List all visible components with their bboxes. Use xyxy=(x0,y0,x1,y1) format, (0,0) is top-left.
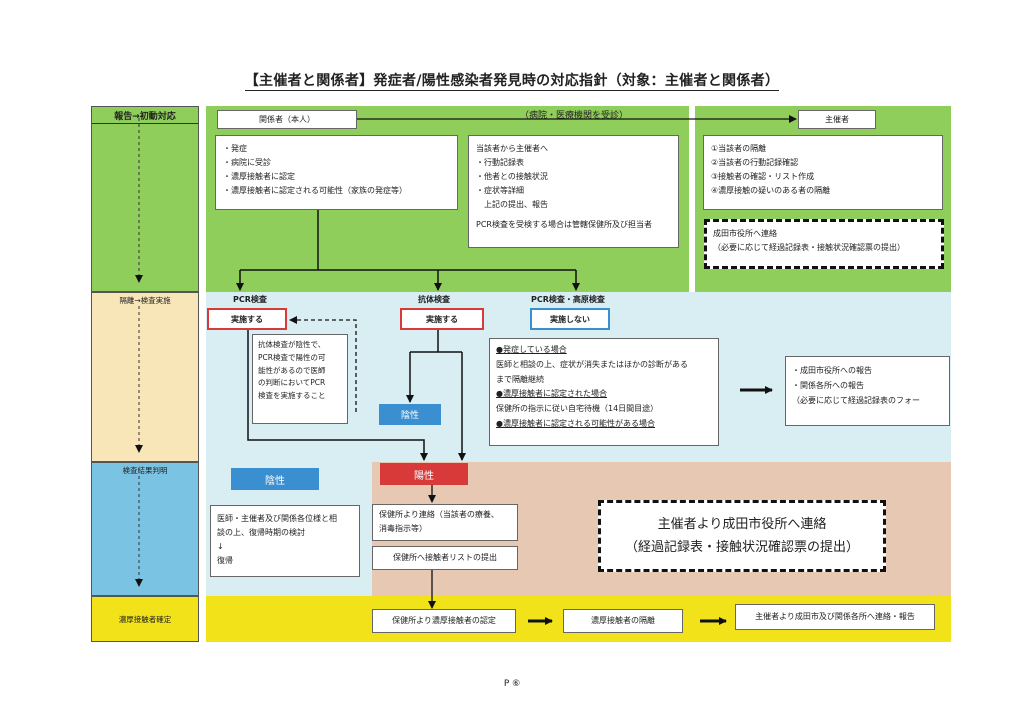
symptom-item: ・発症 xyxy=(223,144,247,153)
positive-badge: 陽性 xyxy=(380,463,468,485)
isolate-box: 濃厚接触者の隔離 xyxy=(563,609,683,633)
report-line: ・関係各所への報告 xyxy=(792,381,864,391)
stage-close-contact: 濃厚接触者確定 xyxy=(91,596,199,642)
report-item: ・他者との接触状況 xyxy=(476,172,548,181)
report-line: ・成田市役所への報告 xyxy=(792,366,872,375)
stage-isolation: 隔離→検査実施 xyxy=(91,292,199,462)
report-note: PCR検査を受検する場合は管轄保健所及び担当者 xyxy=(476,220,652,229)
negative-mid-badge: 陰性 xyxy=(379,404,441,425)
report-item: 上記の提出、報告 xyxy=(476,200,548,209)
symptom-item: ・濃厚接触者に認定 xyxy=(223,172,295,181)
contact-list-box: 保健所へ接触者リストの提出 xyxy=(372,546,518,570)
negative-text-box: 医師・主催者及び関係各位様と相 談の上、復帰時期の検討 ↓ 復帰 xyxy=(210,505,360,577)
negative-text-line: 談の上、復帰時期の検討 xyxy=(217,528,305,537)
report-items-box: 当該者から主催者へ ・行動記録表 ・他者との接触状況 ・症状等詳細 上記の提出、… xyxy=(468,135,679,248)
negative-text-line: 医師・主催者及び関係各位様と相 xyxy=(217,514,337,523)
pcr-test-label: PCR検査 xyxy=(233,295,267,304)
case1-text: まで隔離継続 xyxy=(496,374,544,384)
organizer-city-line: 主催者より成田市役所へ連絡 xyxy=(657,516,827,532)
city-contact-box: 成田市役所へ連絡 （必要に応じて経過記録表・接触状況確認票の提出） xyxy=(704,219,944,269)
antibody-note-line: 能性があるので医師 xyxy=(258,365,326,375)
organizer-city-line: （経過記録表・接触状況確認票の提出） xyxy=(624,540,859,555)
stage-result: 検査結果判明 xyxy=(91,462,199,596)
person-box: 関係者（本人） xyxy=(217,110,357,129)
person-label: 関係者（本人） xyxy=(259,114,315,124)
not-done-report-box: ・成田市役所への報告 ・関係各所への報告 （必要に応じて経過記録表のフォー xyxy=(785,356,950,426)
page-title: 【主催者と関係者】発症者/陽性感染者発見時の対応指針（対象：主催者と関係者） xyxy=(244,73,780,91)
organizer-step: ①当該者の隔離 xyxy=(711,144,767,153)
health-center-contact-box: 保健所より連絡（当該者の療養、 消毒指示等） xyxy=(372,504,518,541)
organizer-step: ④濃厚接触の疑いのある者の隔離 xyxy=(711,186,831,195)
case2-label: ●濃厚接触者に認定された場合 xyxy=(496,389,607,399)
case1-label: ●発症している場合 xyxy=(496,345,567,354)
health-center-line: 消毒指示等） xyxy=(379,523,427,533)
organizer-label: 主催者 xyxy=(825,114,849,124)
symptom-item: ・濃厚接触者に認定される可能性（家族の発症等） xyxy=(223,186,407,195)
antibody-note-line: の判断においてPCR xyxy=(258,378,326,388)
city-contact-line: 成田市役所へ連絡 xyxy=(713,229,777,238)
report-item: ・行動記録表 xyxy=(476,158,524,167)
symptoms-box: ・発症 ・病院に受診 ・濃厚接触者に認定 ・濃厚接触者に認定される可能性（家族の… xyxy=(215,135,458,210)
antibody-do-button: 実施する xyxy=(400,308,484,330)
case1-text: 医師と相談の上、症状が消失またはほかの診断がある xyxy=(496,359,688,369)
hospital-note: （病院・医療機関を受診） xyxy=(520,111,629,121)
negative-badge: 陰性 xyxy=(231,468,319,490)
organizer-box: 主催者 xyxy=(798,110,876,129)
antibody-note-line: 抗体検査が陰性で、 xyxy=(258,340,326,349)
stage-report: 報告→初動対応 xyxy=(91,106,199,292)
organizer-steps-box: ①当該者の隔離 ②当該者の行動記録確認 ③接触者の確認・リスト作成 ④濃厚接触の… xyxy=(703,135,943,210)
pcr-high-test-label: PCR検査・高原検査 xyxy=(531,295,605,304)
stage-close-contact-label: 濃厚接触者確定 xyxy=(118,614,172,624)
stage-isolation-label: 隔離→検査実施 xyxy=(119,296,171,305)
page-number: P ⑥ xyxy=(503,679,521,689)
case2-text: 保健所の指示に従い自宅待機（14日間目途） xyxy=(496,404,659,414)
symptom-item: ・病院に受診 xyxy=(223,158,271,167)
negative-text-line: ↓ xyxy=(217,542,224,551)
antibody-test-label: 抗体検査 xyxy=(418,295,450,304)
report-item: ・症状等詳細 xyxy=(476,186,524,195)
city-contact-line: （必要に応じて経過記録表・接触状況確認票の提出） xyxy=(713,243,905,252)
organizer-step: ③接触者の確認・リスト作成 xyxy=(711,172,815,181)
not-done-box: ●発症している場合 医師と相談の上、症状が消失またはほかの診断がある まで隔離継… xyxy=(489,338,719,446)
report-item: 当該者から主催者へ xyxy=(476,144,548,153)
stage-result-label: 検査結果判明 xyxy=(122,466,168,475)
final-report-box: 主催者より成田市及び関係各所へ連絡・報告 xyxy=(735,604,935,630)
pcr-do-button: 実施する xyxy=(207,308,287,330)
health-center-line: 保健所より連絡（当該者の療養、 xyxy=(379,510,499,519)
antibody-note-box: 抗体検査が陰性で、 PCR検査で陽性の可 能性があるので医師 の判断においてPC… xyxy=(252,334,348,424)
case3-label: ●濃厚接触者に認定される可能性がある場合 xyxy=(496,418,655,428)
certify-box: 保健所より濃厚接触者の認定 xyxy=(372,609,516,633)
report-line: （必要に応じて経過記録表のフォー xyxy=(792,396,920,406)
not-done-button: 実施しない xyxy=(530,308,610,330)
stage-report-label: 報告→初動対応 xyxy=(92,109,198,124)
antibody-note-line: 検査を実施すること xyxy=(258,391,326,400)
organizer-step: ②当該者の行動記録確認 xyxy=(711,158,799,167)
organizer-city-box: 主催者より成田市役所へ連絡 （経過記録表・接触状況確認票の提出） xyxy=(598,500,886,572)
antibody-note-line: PCR検査で陽性の可 xyxy=(258,352,326,362)
negative-text-line: 復帰 xyxy=(217,556,233,565)
